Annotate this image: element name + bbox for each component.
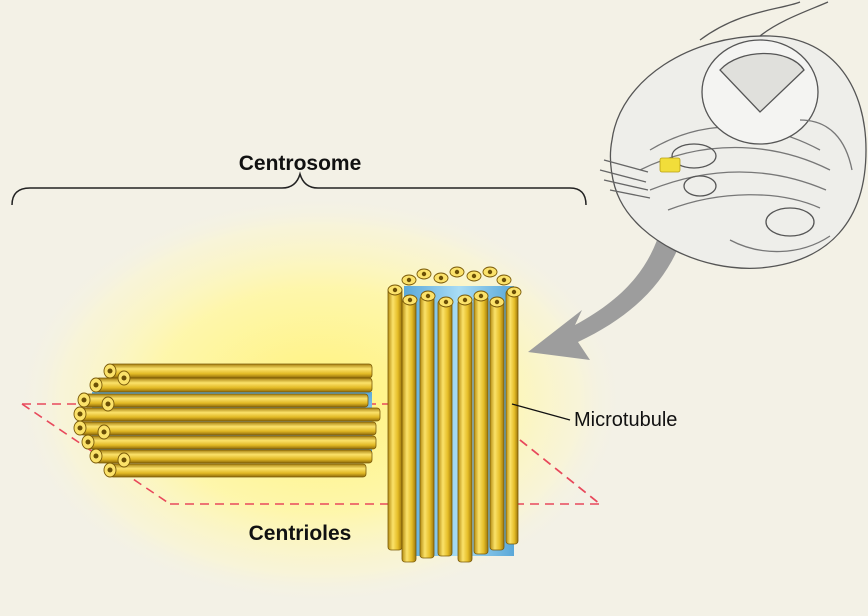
centriole-horizontal	[73, 363, 381, 478]
centrosome-label: Centrosome	[239, 152, 362, 175]
centrosome-brace	[11, 171, 587, 206]
microtubule-label: Microtubule	[574, 409, 677, 431]
centriole-vertical	[387, 266, 522, 563]
section-plane-front	[519, 439, 601, 505]
centrosome-highlight-in-cell	[659, 157, 681, 173]
animal-cell-illustration	[599, 1, 867, 269]
microtubule-leader-line	[511, 403, 571, 421]
centrioles-label: Centrioles	[249, 522, 352, 545]
